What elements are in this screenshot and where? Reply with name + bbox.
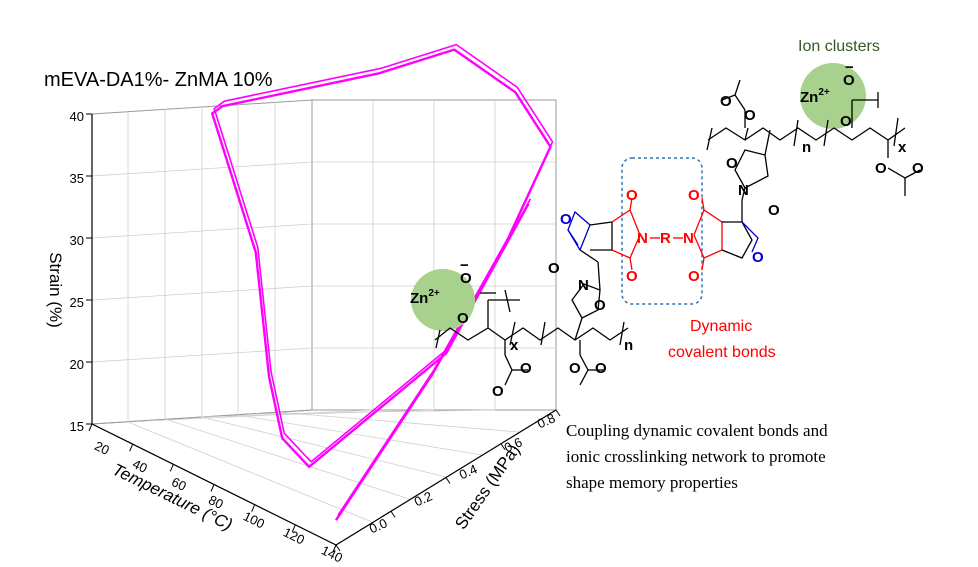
caption-line-2: ionic crosslinking network to promote [566, 447, 826, 466]
temperature-tick: 20 [92, 438, 112, 458]
o-label: O [492, 383, 504, 400]
temperature-tick: 100 [241, 508, 267, 531]
strain-tick: 40 [70, 109, 84, 124]
sub-n-left: n [624, 337, 633, 354]
o-label: O [720, 93, 732, 110]
temperature-tick: 60 [169, 474, 189, 494]
temperature-tick: 40 [130, 456, 150, 476]
caption-line-1: Coupling dynamic covalent bonds and [566, 421, 828, 440]
o-label: O [569, 360, 581, 377]
strain-axis-label: Strain (%) [46, 252, 65, 328]
o-label: O [595, 360, 607, 377]
sub-x-left: x [510, 337, 519, 354]
stress-tick-mark [445, 477, 451, 484]
n-label: N [578, 277, 589, 294]
neg-left: − [460, 257, 469, 274]
chart-title: mEVA-DA1%- ZnMA 10% [44, 69, 273, 91]
o-red: O [688, 268, 700, 285]
caption-line-3: shape memory properties [566, 473, 738, 492]
o-carbonyl-right: O [840, 113, 852, 130]
dynamic-bond-box [621, 157, 703, 305]
ion-cluster-right [800, 63, 866, 129]
o-label: O [594, 297, 606, 314]
dynamic-label-line2: covalent bonds [668, 344, 776, 361]
o-label: O [744, 107, 756, 124]
o-carbonyl-left: O [457, 310, 469, 327]
strain-tick: 35 [70, 171, 84, 186]
stress-tick-mark [335, 544, 341, 552]
strain-tick: 25 [70, 295, 84, 310]
stress-tick: 0.0 [367, 515, 390, 536]
chart-3d: 15 20 25 30 35 40 20 40 60 80 100 120 14… [44, 43, 561, 565]
stress-tick: 0.6 [502, 434, 525, 455]
backbone-right [707, 127, 906, 141]
stress-tick-mark [500, 443, 506, 451]
chemistry-labels: Ion clusters Zn2+ O − O O N O O O O O x … [410, 38, 924, 400]
temperature-tick: 120 [281, 524, 307, 547]
o-label: O [548, 260, 560, 277]
o-label: O [768, 202, 780, 219]
stress-axis-label: Stress (MPa) [451, 441, 523, 533]
temperature-tick-mark [291, 524, 296, 533]
temperature-tick-mark [210, 484, 215, 492]
temperature-tick-mark [251, 504, 256, 512]
n-red: N [683, 230, 694, 247]
stress-tick: 0.4 [457, 461, 480, 482]
o-red: O [626, 187, 638, 204]
temperature-tick-mark [88, 423, 93, 432]
strain-curve-return [213, 43, 554, 516]
strain-tick: 15 [70, 419, 84, 434]
temperature-tick: 140 [319, 542, 345, 565]
zn-label-right: Zn2+ [800, 87, 830, 106]
r-red: R [660, 230, 671, 247]
stress-tick: 0.2 [412, 488, 435, 509]
o-red: O [626, 268, 638, 285]
n-red: N [637, 230, 648, 247]
o-label: O [726, 155, 738, 172]
strain-tick: 20 [70, 357, 84, 372]
o-minus-left: O [460, 270, 472, 287]
stress-tick-mark [390, 510, 396, 518]
o-red: O [688, 187, 700, 204]
temperature-tick-mark [169, 464, 174, 472]
o-label: O [875, 160, 887, 177]
stress-tick-mark [555, 409, 561, 417]
ion-cluster-left [411, 269, 475, 331]
n-label: N [738, 182, 749, 199]
temperature-tick: 80 [206, 492, 226, 512]
sub-x-right: x [898, 139, 907, 156]
tick-marks [86, 113, 561, 553]
sub-n-right: n [802, 139, 811, 156]
furan-o-right: O [752, 249, 764, 266]
neg-right: − [845, 59, 854, 76]
temperature-tick-mark [129, 443, 134, 452]
temperature-tick-mark [332, 544, 337, 553]
stress-tick-labels: 0.0 0.2 0.4 0.6 0.8 [367, 410, 558, 536]
strain-tick-labels: 15 20 25 30 35 40 [70, 109, 84, 434]
zn-label-left: Zn2+ [410, 288, 440, 307]
o-minus-right: O [843, 72, 855, 89]
backbone-left [434, 327, 629, 341]
o-label: O [520, 360, 532, 377]
caption: Coupling dynamic covalent bonds and ioni… [566, 421, 828, 492]
strain-tick: 30 [70, 233, 84, 248]
stress-tick: 0.8 [535, 410, 558, 431]
furan-o-left: O [560, 211, 572, 228]
chemical-structure [411, 63, 921, 386]
ion-clusters-label: Ion clusters [798, 38, 880, 55]
o-label: O [912, 160, 924, 177]
dynamic-label-line1: Dynamic [690, 318, 752, 335]
